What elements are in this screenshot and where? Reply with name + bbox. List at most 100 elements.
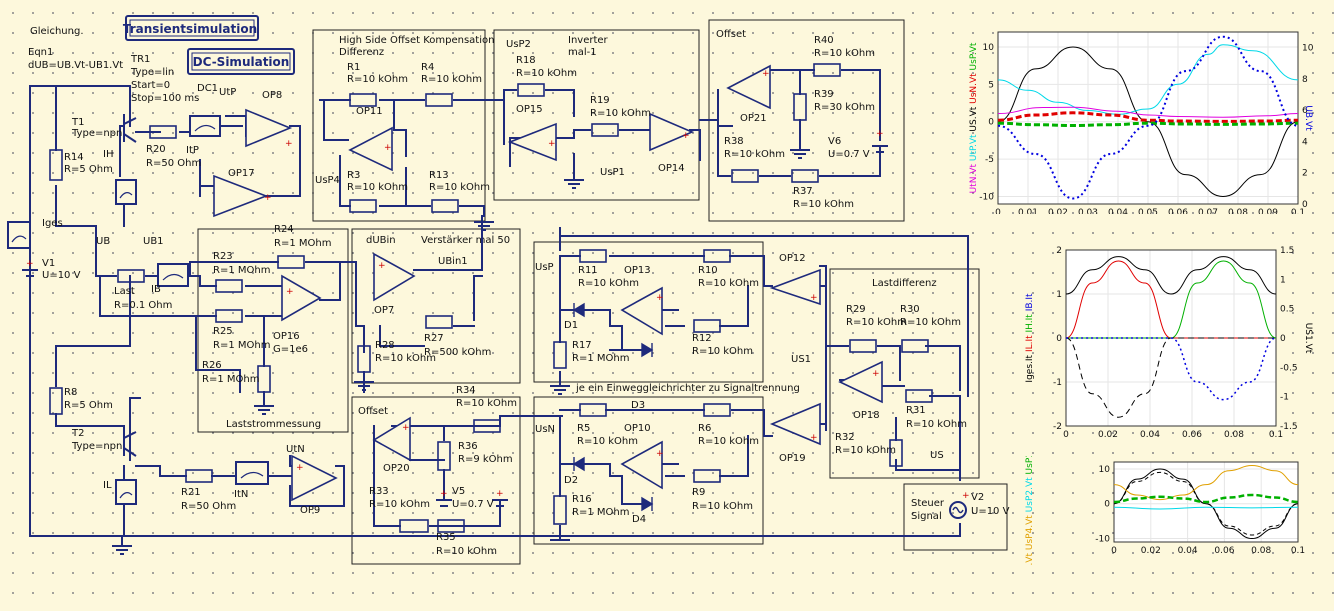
series-line	[1113, 468, 1299, 540]
axis-legend-left: Iges.It IL.It IH.It IB.It	[1025, 293, 1035, 383]
resistor-r34	[473, 419, 501, 433]
component-label: R=1 MOhm	[213, 340, 270, 351]
legend-entry: IL.It	[1025, 335, 1035, 355]
resistor-r3	[349, 199, 377, 213]
svg-text:+: +	[810, 293, 818, 303]
resistor-r14	[49, 149, 63, 181]
resistor-r35b	[437, 519, 465, 533]
opamp-op15	[507, 122, 557, 162]
component-label: R19	[590, 95, 610, 106]
component-label: V6	[828, 136, 841, 147]
component-label: R16	[572, 494, 592, 505]
component-label: Iges	[42, 218, 63, 229]
series-line	[1113, 493, 1299, 504]
component-label: R=10 kOhm	[577, 436, 638, 447]
svg-text:+: +	[876, 129, 884, 139]
component-label: R=10 kOhm	[846, 317, 907, 328]
component-label: OP8	[262, 90, 282, 101]
component-label: U=10 V	[971, 506, 1010, 517]
y-tick-label: -10	[979, 193, 994, 203]
component-label: D1	[564, 320, 578, 331]
axis-legend-right: US1.Vt	[1303, 323, 1313, 354]
component-label: R=10 kOhm	[724, 149, 785, 160]
opamp-op9	[291, 454, 338, 502]
component-label: V5	[452, 486, 465, 497]
component-label: R38	[724, 136, 744, 147]
component-label: R26	[202, 360, 222, 371]
x-tick-label: 0.07	[1198, 208, 1218, 214]
grounds	[112, 149, 810, 555]
resistor-r31	[905, 389, 933, 403]
svg-text:+: +	[496, 489, 504, 499]
transient-sim-button[interactable]: Transientsimulation	[123, 22, 257, 36]
component-label: OP10	[624, 423, 651, 434]
y2-tick-label: -1.5	[1280, 422, 1298, 432]
component-label: OP11	[356, 106, 383, 117]
dc-sim-button[interactable]: DC-Simulation	[193, 55, 290, 69]
resistor-r1	[349, 93, 377, 107]
component-label: OP7	[374, 305, 394, 316]
component-label: UsN	[535, 424, 555, 435]
component-label: R40	[814, 35, 834, 46]
component-label: T2	[71, 428, 84, 439]
block-title-offset2: Offset	[358, 406, 388, 417]
component-label: R33	[369, 486, 389, 497]
block-subtitle-steuer: Signal	[911, 511, 942, 522]
series-line	[1065, 337, 1276, 418]
y2-tick-label: 8	[1302, 75, 1308, 85]
component-label: R=10 kOhm	[516, 68, 577, 79]
component-label: R=10 kOhm	[835, 445, 896, 456]
x-tick-label: 0.01	[1018, 208, 1038, 214]
block-title-lastdiff: Lastdifferenz	[872, 278, 937, 289]
component-label: Type=npn	[71, 441, 122, 452]
block-subtitle-hso: Differenz	[339, 47, 384, 58]
legend-entry: UsP1.Vt	[1025, 456, 1035, 477]
x-tick-label: 0.1	[1291, 546, 1305, 556]
plus-markers: ++ ++ ++ ++ ++ ++ ++ ++ ++ ++	[26, 69, 970, 501]
component-label: UsP2	[506, 39, 531, 50]
component-label: R30	[900, 304, 920, 315]
dc-sim-box[interactable]	[187, 48, 295, 75]
component-label: R28	[375, 340, 395, 351]
component-label: OP19	[779, 453, 806, 464]
component-label: R=1 MOhm	[274, 238, 331, 249]
transient-sim-box[interactable]	[125, 15, 259, 41]
component-label: OP13	[624, 265, 651, 276]
svg-text:+: +	[378, 261, 386, 271]
component-label: V2	[971, 492, 984, 503]
y2-tick-label: 1	[1280, 275, 1286, 285]
series-line	[997, 121, 1299, 128]
y-tick-label: -1	[1053, 378, 1062, 388]
block-title-verstaerker: Verstärker mal 50	[421, 235, 510, 246]
block-title-hso: High Side Offset Kompensation	[339, 35, 494, 46]
y-tick-label: -5	[985, 155, 994, 165]
component-label: R24	[274, 224, 294, 235]
x-tick-label: 0.08	[1251, 546, 1271, 556]
svg-text:+: +	[762, 69, 770, 79]
resistor-r10	[703, 249, 731, 263]
component-label: R=10 kOhm	[692, 501, 753, 512]
opamp-op8	[245, 108, 293, 148]
component-label: U=0.7 V	[828, 149, 870, 160]
component-label: R=500 kOhm	[424, 347, 491, 358]
equation-text: dUB=UB.Vt-UB1.Vt	[28, 60, 123, 71]
component-label: US1	[791, 354, 811, 365]
component-label: R4	[421, 62, 434, 73]
block-title-laststrom: Laststrommessung	[226, 419, 321, 430]
resistor-r8	[49, 387, 63, 415]
series-line	[997, 44, 1299, 115]
component-label: T1	[71, 117, 84, 128]
component-label: OP18	[853, 410, 880, 421]
component-label: R25	[213, 326, 233, 337]
component-label: R10	[698, 265, 718, 276]
rectifier-note: je ein Einweggleichrichter zu Signaltren…	[575, 383, 800, 394]
series-line	[997, 46, 1299, 198]
svg-text:+: +	[810, 433, 818, 443]
component-label: U=10 V	[42, 270, 81, 281]
x-tick-label: 0.04	[1108, 208, 1128, 214]
legend-entry: UB.Vt	[1303, 105, 1313, 131]
diodes	[572, 302, 654, 512]
